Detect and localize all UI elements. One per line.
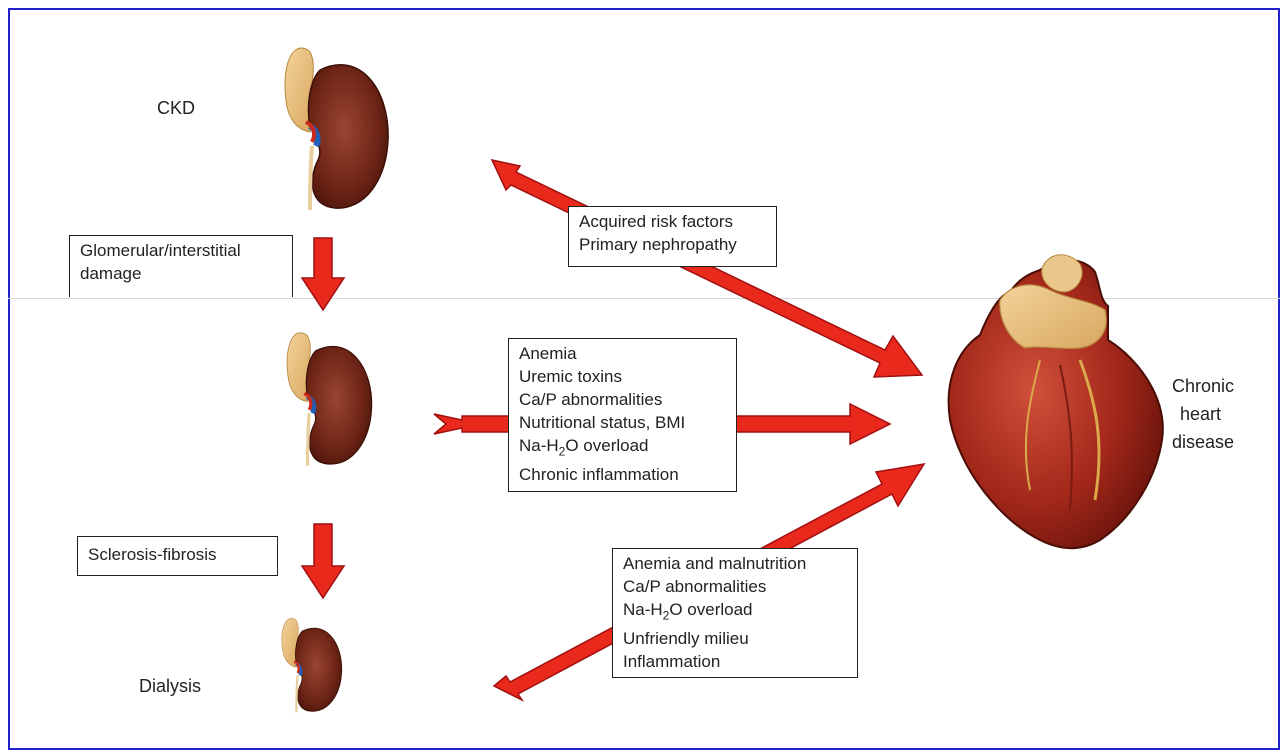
factor-mid-inflammation: Chronic inflammation bbox=[519, 463, 726, 486]
factors-middle-box: Anemia Uremic toxins Ca/P abnormalities … bbox=[508, 338, 737, 492]
factor-mid-na-overload: Na-H2O overload bbox=[519, 434, 726, 463]
sclerosis-label: Sclerosis-fibrosis bbox=[88, 543, 267, 566]
factor-mid-nutrition: Nutritional status, BMI bbox=[519, 411, 726, 434]
damage-line2: damage bbox=[80, 262, 282, 285]
down-arrow-1 bbox=[302, 238, 344, 310]
factor-top-1: Acquired risk factors bbox=[579, 210, 766, 233]
heart-label-line3: disease bbox=[1172, 428, 1234, 456]
factor-bot-milieu: Unfriendly milieu bbox=[623, 627, 847, 650]
factor-mid-anemia: Anemia bbox=[519, 342, 726, 365]
factors-top-box: Acquired risk factors Primary nephropath… bbox=[568, 206, 777, 267]
heart-image bbox=[949, 255, 1163, 549]
ckd-label: CKD bbox=[157, 97, 195, 120]
factor-bot-anemia: Anemia and malnutrition bbox=[623, 552, 847, 575]
factors-bottom-box: Anemia and malnutrition Ca/P abnormaliti… bbox=[612, 548, 858, 678]
kidney-ckd-image bbox=[285, 48, 388, 210]
factor-mid-cap: Ca/P abnormalities bbox=[519, 388, 726, 411]
heart-label-line2: heart bbox=[1172, 400, 1234, 428]
kidney-stage2-image bbox=[287, 333, 372, 466]
glomerular-damage-box: Glomerular/interstitial damage bbox=[69, 235, 293, 297]
heart-disease-label: Chronic heart disease bbox=[1172, 372, 1234, 456]
factor-bot-na-overload: Na-H2O overload bbox=[623, 598, 847, 627]
down-arrow-2 bbox=[302, 524, 344, 598]
kidney-dialysis-image bbox=[282, 618, 342, 712]
heart-label-line1: Chronic bbox=[1172, 372, 1234, 400]
factor-bot-cap: Ca/P abnormalities bbox=[623, 575, 847, 598]
factor-top-2: Primary nephropathy bbox=[579, 233, 766, 256]
sclerosis-box: Sclerosis-fibrosis bbox=[77, 536, 278, 576]
damage-line1: Glomerular/interstitial bbox=[80, 239, 282, 262]
dialysis-label: Dialysis bbox=[139, 675, 201, 698]
factor-bot-inflammation: Inflammation bbox=[623, 650, 847, 673]
factor-mid-uremic: Uremic toxins bbox=[519, 365, 726, 388]
